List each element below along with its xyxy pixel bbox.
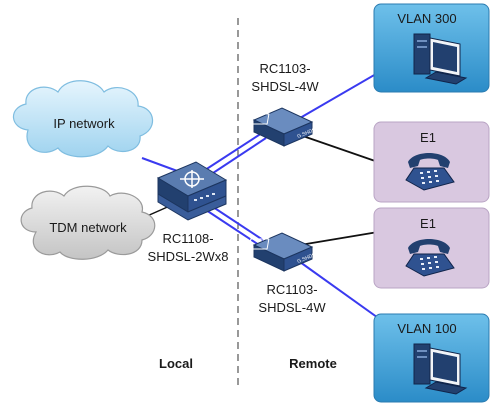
modem-bottom-label-line2: SHDSL-4W bbox=[258, 300, 326, 315]
cloud-ip-icon bbox=[12, 80, 154, 158]
modem-top-label-line1: RC1103- bbox=[259, 61, 310, 76]
link-router-to-modem-bottom-b bbox=[205, 209, 260, 246]
e1-bottom-endpoint: E1 bbox=[373, 207, 490, 289]
computer-icon bbox=[413, 33, 468, 85]
central-router-label-line1: RC1108- bbox=[162, 231, 213, 246]
e1-bottom-label: E1 bbox=[420, 216, 436, 231]
vlan-300-label: VLAN 300 bbox=[397, 11, 456, 26]
local-zone-label: Local bbox=[159, 356, 193, 371]
tdm-network-label: TDM network bbox=[49, 220, 127, 235]
link-ip-to-router bbox=[141, 157, 181, 173]
ip-network-cloud: IP network bbox=[12, 80, 154, 158]
modem-top-label-line2: SHDSL-4W bbox=[251, 79, 319, 94]
router-icon bbox=[156, 161, 228, 221]
e1-top-label: E1 bbox=[420, 130, 436, 145]
computer-icon bbox=[413, 343, 468, 395]
remote-zone-label: Remote bbox=[289, 356, 337, 371]
modem-bottom-label-line1: RC1103- bbox=[266, 282, 317, 297]
links bbox=[137, 62, 396, 331]
link-modem-top-to-e1 bbox=[299, 134, 379, 163]
tdm-network-cloud: TDM network bbox=[20, 185, 156, 260]
vlan-300-endpoint: VLAN 300 bbox=[373, 3, 490, 93]
ip-network-label: IP network bbox=[53, 116, 115, 131]
link-router-to-modem-top-b bbox=[206, 137, 267, 178]
central-router-label-line2: SHDSL-2Wx8 bbox=[148, 249, 229, 264]
e1-top-endpoint: E1 bbox=[373, 121, 490, 203]
link-router-to-modem-top-a bbox=[201, 132, 263, 173]
telephone-icon bbox=[405, 153, 455, 191]
link-modem-bottom-to-e1 bbox=[299, 231, 379, 246]
vlan-100-endpoint: VLAN 100 bbox=[373, 313, 490, 403]
modem-icon: G.SHDSL bbox=[248, 232, 319, 272]
telephone-icon bbox=[405, 239, 455, 277]
vlan-100-label: VLAN 100 bbox=[397, 321, 456, 336]
remote-modem-top: RC1103- SHDSL-4W G.SHDSL bbox=[248, 61, 319, 147]
cloud-tdm-icon bbox=[20, 185, 156, 260]
central-router: RC1108- SHDSL-2Wx8 bbox=[148, 161, 229, 264]
modem-icon: G.SHDSL bbox=[248, 107, 319, 147]
link-router-to-modem-bottom-a bbox=[209, 204, 264, 241]
remote-modem-bottom: G.SHDSL RC1103- SHDSL-4W bbox=[248, 232, 326, 315]
